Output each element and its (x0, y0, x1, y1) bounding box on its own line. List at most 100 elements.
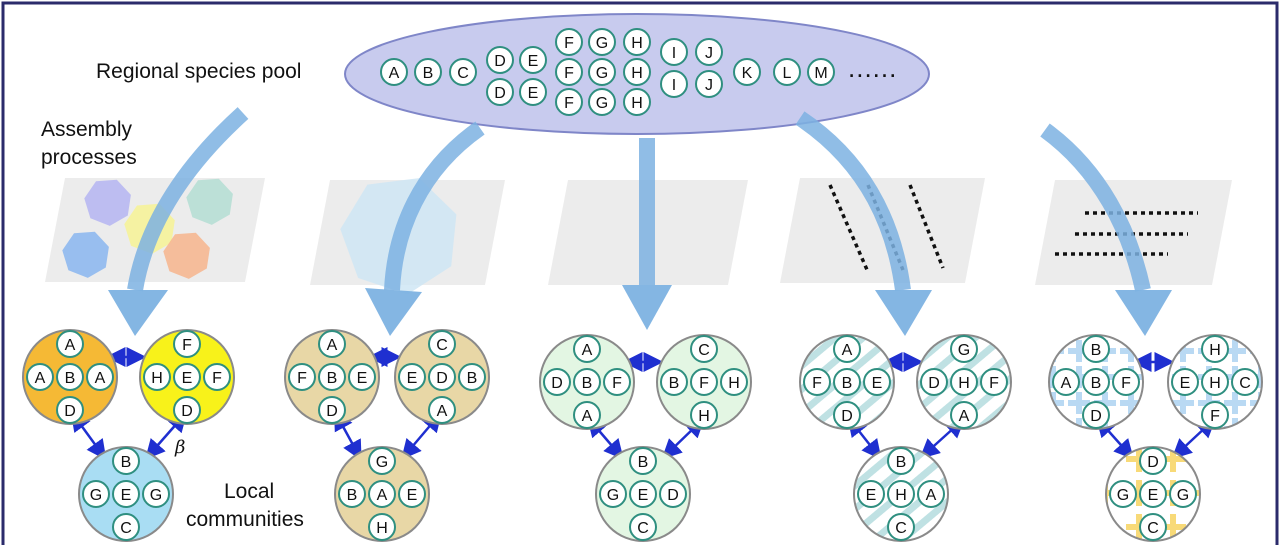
species-letter: A (95, 370, 106, 387)
community-species-A: A (428, 396, 456, 424)
community-species-G: G (599, 480, 627, 508)
community-species-B: B (629, 447, 657, 475)
species-circle (173, 363, 201, 391)
community-species-G: G (1169, 480, 1197, 508)
species-circle (863, 368, 891, 396)
community-species-A: A (26, 363, 54, 391)
community-species-H: H (720, 368, 748, 396)
species-letter: A (582, 342, 593, 359)
species-circle (733, 58, 761, 86)
community-species-C: C (112, 513, 140, 541)
assembly-label-line1: Assembly (41, 118, 133, 141)
community-species-A: A (573, 401, 601, 429)
species-circle (1231, 368, 1259, 396)
species-letter: B (638, 454, 649, 471)
species-letter: A (377, 487, 388, 504)
pool-species-I: I (660, 38, 688, 66)
species-letter: F (564, 65, 574, 82)
pool-species-F: F (555, 28, 583, 56)
species-circle (543, 368, 571, 396)
species-circle (486, 46, 514, 74)
species-letter: B (347, 487, 358, 504)
pool-species-H: H (623, 28, 651, 56)
community-species-B: B (56, 363, 84, 391)
species-letter: D (1090, 408, 1102, 425)
species-circle (428, 330, 456, 358)
species-letter: H (1209, 375, 1221, 392)
species-letter: E (182, 370, 193, 387)
pool-species-G: G (588, 58, 616, 86)
species-letter: G (596, 65, 608, 82)
community-species-E: E (857, 480, 885, 508)
beta-link-left-5 (1095, 416, 1134, 460)
community-species-E: E (863, 368, 891, 396)
species-circle (1082, 335, 1110, 363)
species-letter: I (672, 45, 676, 62)
species-circle (920, 368, 948, 396)
community-species-D: D (543, 368, 571, 396)
community-species-F: F (203, 363, 231, 391)
flow-arrow-1 (127, 107, 249, 292)
species-circle (173, 396, 201, 424)
community-species-B: B (1082, 335, 1110, 363)
species-circle (398, 480, 426, 508)
species-circle (428, 363, 456, 391)
species-circle (1139, 480, 1167, 508)
species-letter: D (551, 375, 563, 392)
community-species-D: D (920, 368, 948, 396)
species-circle (887, 513, 915, 541)
species-letter: A (926, 487, 937, 504)
community-species-H: H (143, 363, 171, 391)
flow-arrow-5-head (1115, 290, 1172, 336)
species-letter: A (327, 337, 338, 354)
community-species-F: F (1112, 368, 1140, 396)
species-circle (623, 58, 651, 86)
species-letter: G (1117, 487, 1129, 504)
species-letter: D (436, 370, 448, 387)
species-letter: B (896, 454, 907, 471)
flow-arrow-5 (1040, 123, 1151, 292)
species-letter: F (812, 375, 822, 392)
species-letter: B (1091, 342, 1102, 359)
beta-label: β (175, 437, 186, 458)
beta-link-right-4 (919, 417, 966, 460)
community-species-C: C (629, 513, 657, 541)
species-letter: F (182, 337, 192, 354)
community-species-C: C (428, 330, 456, 358)
species-circle (288, 363, 316, 391)
species-circle (573, 335, 601, 363)
species-circle (368, 480, 396, 508)
species-circle (519, 46, 547, 74)
species-letter: G (958, 342, 970, 359)
community-species-G: G (950, 335, 978, 363)
species-circle (588, 58, 616, 86)
pool-species-L: L (773, 58, 801, 86)
species-circle (887, 480, 915, 508)
species-circle (623, 88, 651, 116)
species-circle (629, 447, 657, 475)
pool-species-G: G (588, 28, 616, 56)
species-circle (833, 335, 861, 363)
species-circle (659, 480, 687, 508)
species-circle (1082, 401, 1110, 429)
species-letter: B (1091, 375, 1102, 392)
species-letter: A (959, 408, 970, 425)
community-species-B: B (318, 363, 346, 391)
species-circle (629, 480, 657, 508)
species-circle (660, 70, 688, 98)
community-species-B: B (338, 480, 366, 508)
species-circle (318, 330, 346, 358)
species-circle (449, 58, 477, 86)
species-circle (555, 58, 583, 86)
species-letter: C (698, 342, 710, 359)
community-species-E: E (112, 480, 140, 508)
niche-shape-5 (163, 232, 210, 279)
community-species-F: F (803, 368, 831, 396)
